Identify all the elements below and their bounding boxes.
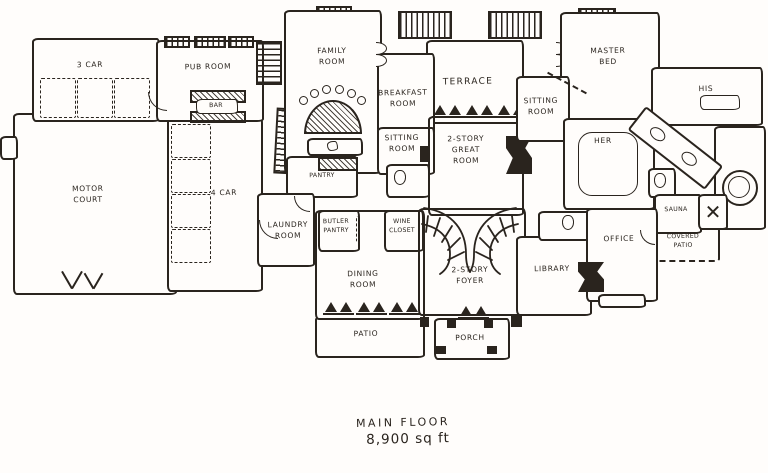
porch-pillar <box>420 317 429 327</box>
label-sauna: SAUNA <box>664 205 688 214</box>
caption-area: 8,900 sq ft <box>366 430 450 448</box>
room-sitting-east <box>516 76 570 142</box>
gallery-opening <box>356 216 386 242</box>
column-marker <box>458 306 489 319</box>
column-icon <box>391 302 403 312</box>
label-patio: PATIO <box>353 328 379 339</box>
column-marker <box>464 105 495 118</box>
chimney <box>420 146 430 162</box>
label-breakfast: BREAKFAST ROOM <box>378 87 428 109</box>
window <box>164 36 190 48</box>
room-library <box>516 236 592 316</box>
label-wine-closet: WINE CLOSET <box>389 217 416 235</box>
shower: ✕ <box>698 194 728 230</box>
terrace-steps <box>398 11 452 39</box>
garage-bay <box>114 78 150 118</box>
column-icon <box>498 105 510 115</box>
sink <box>678 148 700 169</box>
bar-stool <box>299 96 308 105</box>
bar <box>196 99 238 114</box>
terrace-steps <box>488 11 542 39</box>
kitchen-sink <box>327 141 338 151</box>
shower-x-icon: ✕ <box>704 200 722 224</box>
her-closet-island <box>578 132 638 196</box>
porch-pillar <box>511 316 522 327</box>
staircase <box>256 41 282 85</box>
label-laundry: LAUNDRY ROOM <box>267 219 309 241</box>
bar-stool <box>357 96 366 105</box>
toilet <box>562 215 574 230</box>
porch-pillar <box>447 319 456 328</box>
column-icon <box>373 302 385 312</box>
label-sitting-west: SITTING ROOM <box>384 132 420 154</box>
sink <box>647 124 669 145</box>
room-three-car-garage <box>32 38 160 122</box>
powder-room <box>386 164 430 198</box>
room-master-bed <box>560 12 660 120</box>
column-icon <box>460 306 472 316</box>
porch-pillar <box>436 346 446 354</box>
column-icon <box>466 105 478 115</box>
column-icon <box>325 302 337 312</box>
wall-break <box>56 282 110 290</box>
room-butler-pantry <box>318 210 360 252</box>
label-terrace: TERRACE <box>442 76 494 88</box>
label-bar: BAR <box>209 101 223 110</box>
bar-stool <box>322 85 331 94</box>
column-marker <box>356 302 387 315</box>
room-porch <box>434 318 510 360</box>
room-motor-court <box>13 113 177 295</box>
label-his: HIS <box>698 83 714 94</box>
garage-bay <box>40 78 76 118</box>
garage-bay <box>171 194 211 228</box>
porch-pillar <box>484 319 493 328</box>
label-family-room: FAMILY ROOM <box>317 45 347 67</box>
bar-stool <box>310 89 319 98</box>
bar-stool <box>335 85 344 94</box>
gate-post <box>0 136 18 160</box>
column-icon <box>340 302 352 312</box>
column-icon <box>406 302 418 312</box>
caption-title: MAIN FLOOR <box>355 415 451 430</box>
bathtub-inner <box>728 176 750 198</box>
garage-bay <box>171 229 211 263</box>
label-master-bed: MASTER BED <box>590 45 626 67</box>
label-pantry: PANTRY <box>309 171 335 180</box>
column-marker <box>389 302 420 315</box>
label-her: HER <box>594 135 612 146</box>
office-bay-window <box>598 294 646 308</box>
grand-staircase <box>421 207 519 275</box>
bar-stool <box>347 89 356 98</box>
label-sitting-east: SITTING ROOM <box>523 95 559 117</box>
label-great-room: 2-STORY GREAT ROOM <box>447 133 485 165</box>
column-icon <box>358 302 370 312</box>
label-library: LIBRARY <box>534 263 570 274</box>
label-porch: PORCH <box>455 332 485 343</box>
porch-pillar <box>487 346 497 354</box>
window <box>194 36 226 48</box>
label-foyer: 2-STORY FOYER <box>451 264 489 286</box>
column-marker <box>432 105 463 118</box>
label-butler-pantry: BUTLER PANTRY <box>322 217 349 235</box>
toilet <box>394 170 406 185</box>
garage-bay <box>171 159 211 193</box>
column-icon <box>481 105 493 115</box>
label-dining: DINING ROOM <box>347 268 379 290</box>
column-icon <box>449 105 461 115</box>
column-icon <box>434 105 446 115</box>
label-three-car: 3 CAR <box>76 59 104 70</box>
label-motor-court: MOTOR COURT <box>72 183 104 205</box>
window <box>228 36 254 48</box>
garage-bay <box>77 78 113 118</box>
column-icon <box>475 306 487 316</box>
label-pub-room: PUB ROOM <box>184 61 232 72</box>
his-dresser <box>700 95 740 110</box>
garage-bay <box>171 124 211 158</box>
label-covered-patio: COVERED PATIO <box>666 232 700 250</box>
toilet <box>654 173 666 188</box>
column-marker <box>323 302 354 315</box>
pantry-counter <box>318 157 358 171</box>
label-office: OFFICE <box>603 233 635 244</box>
label-four-car: 4 CAR <box>210 187 238 198</box>
